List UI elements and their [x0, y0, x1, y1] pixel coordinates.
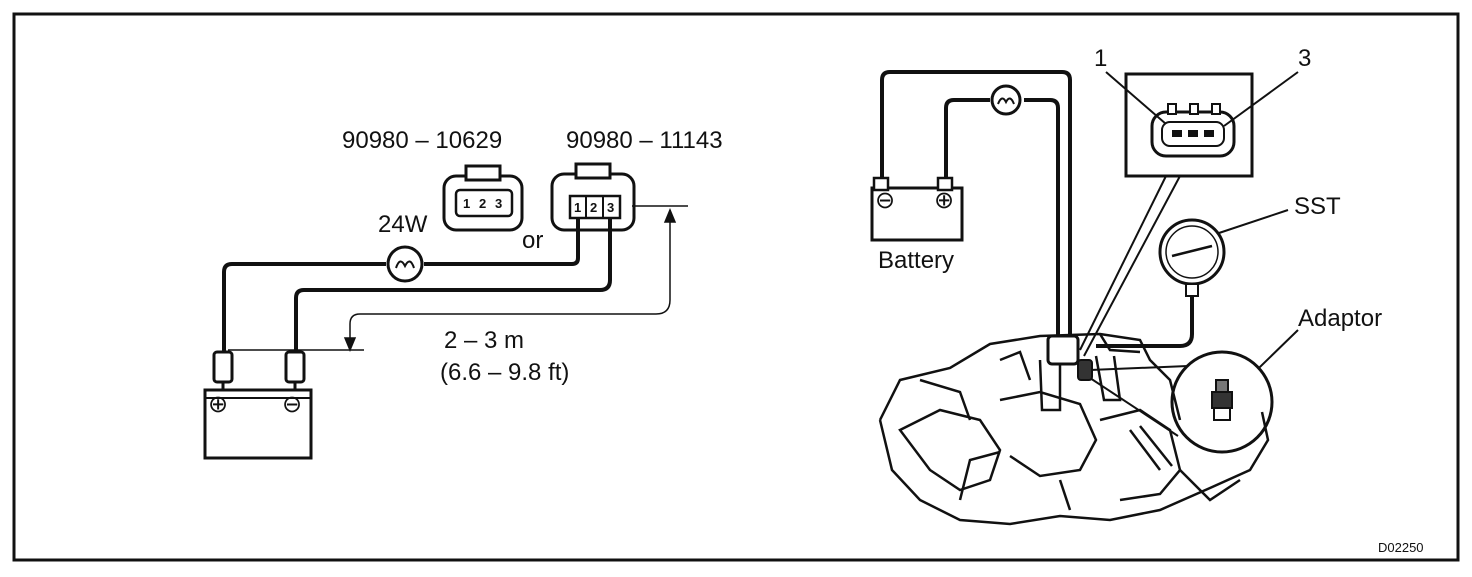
distance-label-m: 2 – 3 m [444, 327, 524, 354]
connector-detail-inset [1124, 72, 1254, 178]
gauge-hose [1096, 296, 1194, 348]
sst-leader-line [1215, 209, 1289, 235]
sst-label: SST [1294, 193, 1341, 220]
terminal-3-label: 3 [1298, 45, 1311, 72]
figure-frame [12, 12, 1460, 562]
bulb-icon [386, 245, 424, 283]
distance-dimension-line [228, 205, 688, 352]
connector-a: 1 2 3 [442, 164, 524, 232]
figure-code: D02250 [1378, 540, 1424, 555]
right-bulb-icon [990, 84, 1022, 116]
pressure-gauge-icon [1158, 218, 1226, 297]
battery-minus-symbol: ⊖ [282, 391, 302, 418]
adaptor-label: Adaptor [1298, 305, 1382, 332]
connector-b: 1 2 3 [550, 162, 636, 232]
battery-label: Battery [878, 247, 954, 274]
test-lead-wires [222, 218, 612, 352]
bulb-wattage-label: 24W [378, 211, 428, 238]
connector-a-part-number: 90980 – 10629 [342, 127, 502, 154]
connector-b-pin-2: 2 [590, 200, 597, 215]
battery-icon-right: ⊖ ⊕ [870, 176, 964, 242]
or-label: or [522, 227, 543, 254]
battery-icon-left: ⊕ ⊖ [203, 350, 313, 460]
battery-right-plus-symbol: ⊕ [934, 187, 954, 214]
connector-a-pin-2: 2 [479, 196, 486, 211]
terminal-1-label: 1 [1094, 45, 1107, 72]
connector-a-pin-3: 3 [495, 196, 502, 211]
sensor-connector [1046, 334, 1093, 381]
battery-right-minus-symbol: ⊖ [875, 187, 895, 214]
connector-a-pin-1: 1 [463, 196, 470, 211]
adaptor-detail-circle [1170, 350, 1274, 454]
connector-b-pin-1: 1 [574, 200, 581, 215]
connector-b-part-number: 90980 – 11143 [566, 127, 723, 154]
distance-label-ft: (6.6 – 9.8 ft) [440, 359, 569, 386]
right-test-wires [880, 70, 1072, 340]
battery-plus-symbol: ⊕ [208, 391, 228, 418]
terminal-leader-lines [1079, 71, 1299, 357]
connector-b-pin-3: 3 [607, 200, 614, 215]
